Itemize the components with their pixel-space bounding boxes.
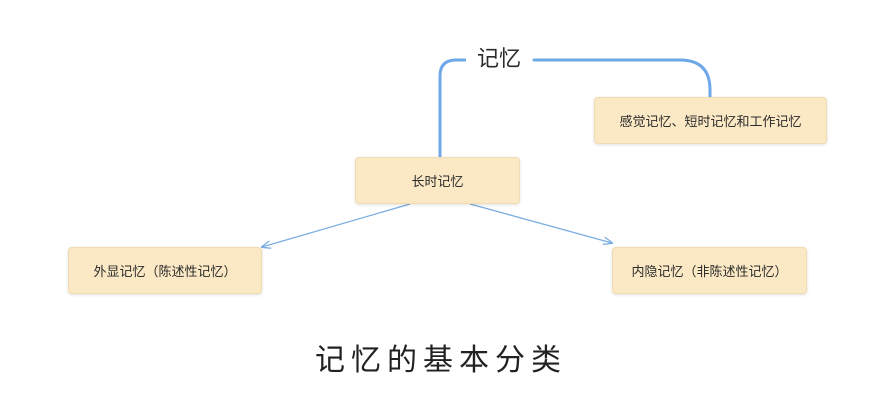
node-implicit-memory: 内隐记忆（非陈述性记忆） (612, 247, 807, 294)
branch-line-long-term (438, 58, 468, 159)
node-label: 长时记忆 (411, 175, 464, 190)
arrow-explicit (262, 203, 411, 247)
node-explicit-memory: 外显记忆（陈述性记忆） (68, 247, 262, 294)
branch-line-sensory (532, 58, 712, 99)
arrow-implicit (469, 203, 612, 243)
node-label: 感觉记忆、短时记忆和工作记忆 (619, 115, 802, 130)
diagram-caption: 记忆的基本分类 (315, 343, 567, 378)
node-long-term-memory: 长时记忆 (355, 157, 520, 204)
node-label: 外显记忆（陈述性记忆） (93, 265, 237, 280)
node-sensory-short-working-memory: 感觉记忆、短时记忆和工作记忆 (594, 97, 827, 144)
node-label: 内隐记忆（非陈述性记忆） (631, 265, 788, 280)
root-node-memory: 记忆 (466, 40, 532, 80)
